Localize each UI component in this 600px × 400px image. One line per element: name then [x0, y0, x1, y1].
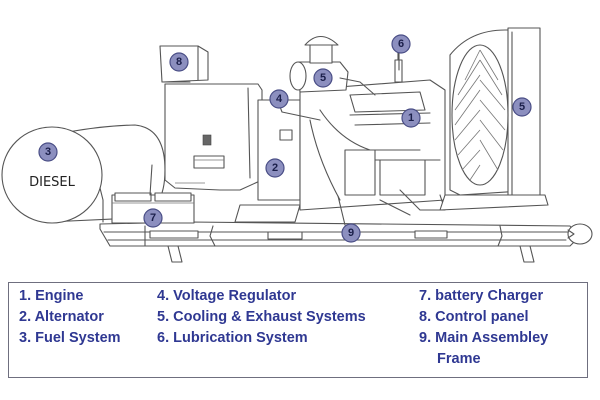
legend-column-1: 1. Engine 2. Alternator 3. Fuel System [19, 286, 121, 349]
svg-text:8: 8 [176, 56, 182, 68]
badge-1: 1 [401, 108, 421, 128]
legend-item-engine: 1. Engine [19, 288, 84, 304]
legend-item-battery-charger: 7. battery Charger [419, 288, 544, 304]
svg-text:5: 5 [320, 72, 326, 84]
legend-item-lubrication: 6. Lubrication System [157, 330, 308, 346]
legend-item-main-assembly-cont: Frame [437, 351, 481, 367]
legend-item-alternator: 2. Alternator [19, 309, 104, 325]
legend-column-2: 4. Voltage Regulator 5. Cooling & Exhaus… [157, 286, 366, 349]
tank-label: DIESEL [29, 175, 76, 190]
alternator-housing [164, 83, 301, 223]
badge-9: 9 [341, 223, 361, 243]
svg-text:7: 7 [150, 212, 156, 224]
svg-text:9: 9 [348, 227, 354, 239]
badge-3: 3 [38, 142, 58, 162]
badge-7: 7 [143, 208, 163, 228]
legend-item-main-assembly: 9. Main Assembley [419, 330, 549, 346]
badge-6: 6 [391, 34, 411, 54]
legend-box: 1. Engine 2. Alternator 3. Fuel System 4… [8, 282, 588, 378]
svg-text:1: 1 [408, 112, 414, 124]
legend-column-3: 7. battery Charger 8. Control panel 9. M… [419, 286, 548, 370]
main-assembly-frame [99, 221, 593, 263]
radiator [439, 27, 549, 211]
svg-text:4: 4 [276, 93, 283, 105]
generator-diagram: DIESEL [1, 27, 593, 263]
badge-5-exhaust: 5 [313, 68, 333, 88]
badge-4: 4 [269, 89, 289, 109]
legend-item-fuel-system: 3. Fuel System [19, 330, 121, 346]
legend-item-cooling-exhaust: 5. Cooling & Exhaust Systems [157, 309, 366, 325]
legend-item-voltage-regulator: 4. Voltage Regulator [157, 288, 297, 304]
badge-8: 8 [169, 52, 189, 72]
svg-text:5: 5 [519, 101, 525, 113]
svg-text:3: 3 [45, 146, 51, 158]
svg-text:6: 6 [398, 38, 404, 50]
badge-2: 2 [265, 158, 285, 178]
badge-5-radiator: 5 [512, 97, 532, 117]
svg-text:2: 2 [272, 162, 278, 174]
legend-item-control-panel: 8. Control panel [419, 309, 529, 325]
